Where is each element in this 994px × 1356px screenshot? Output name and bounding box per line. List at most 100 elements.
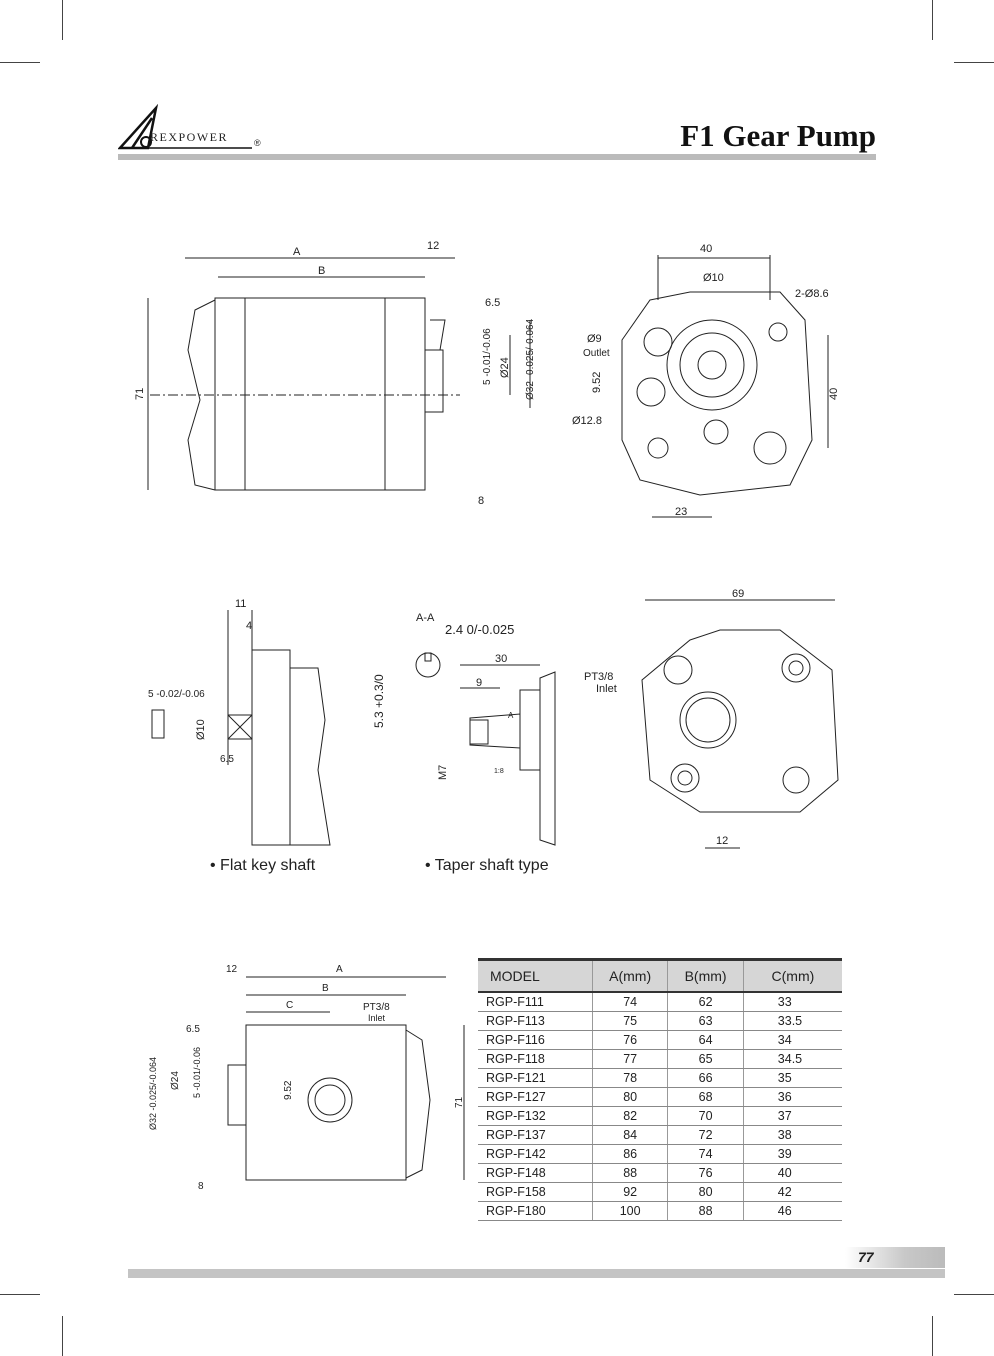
dim-label: 12 xyxy=(716,835,728,847)
table-cell: 75 xyxy=(591,1011,668,1031)
table-cell: 42 xyxy=(742,1182,842,1202)
dim-label: A-A xyxy=(416,612,435,624)
dim-label: Ø32 -0.025/-0.064 xyxy=(148,1057,158,1130)
dim-label: 4 xyxy=(246,620,252,632)
drawing-taper-shaft: A-A 2.4 0/-0.025 30 9 5.3 +0.3/0 M7 1:8 … xyxy=(372,612,556,846)
dim-label: A xyxy=(336,964,343,975)
registered-mark: ® xyxy=(254,138,261,148)
dim-label: Ø24 xyxy=(170,1071,181,1090)
flat-key-caption: • Flat key shaft xyxy=(210,857,316,874)
table-cell: RGP-F121 xyxy=(478,1068,593,1088)
dim-label: 12 xyxy=(427,240,439,252)
dim-label: 5 -0.01/-0.06 xyxy=(192,1047,202,1098)
page-number: 77 xyxy=(858,1249,874,1265)
drawing-front-view: 40 Ø10 2-Ø8.6 Ø9 Outlet 9.52 Ø12.8 40 23 xyxy=(572,243,840,518)
crop-mark xyxy=(954,1294,994,1295)
table-cell: 62 xyxy=(667,992,744,1012)
dim-label: 30 xyxy=(495,653,507,665)
column-header: MODEL xyxy=(478,958,593,993)
dim-label: Ø12.8 xyxy=(572,415,602,427)
dim-label: 2.4 0/-0.025 xyxy=(445,622,514,637)
dim-label: 5 -0.02/-0.06 xyxy=(148,689,205,700)
dim-label: Ø9 xyxy=(587,333,602,345)
dim-label: 23 xyxy=(675,506,687,518)
crop-mark xyxy=(62,0,63,40)
dim-label: A xyxy=(508,711,514,720)
drawing-bottom-view: 12 A B C PT3/8 Inlet 6.5 Ø32 -0.025/-0.0… xyxy=(148,964,465,1192)
dim-label: Inlet xyxy=(596,683,617,695)
table-cell: 82 xyxy=(591,1106,668,1126)
taper-shaft-caption: • Taper shaft type xyxy=(425,857,549,874)
dim-label: M7 xyxy=(437,765,449,780)
dim-label: 6.5 xyxy=(485,297,500,309)
dim-label: 8 xyxy=(198,1181,204,1192)
dim-label: A xyxy=(293,246,301,258)
rexpower-logo xyxy=(118,104,252,150)
dim-label: 40 xyxy=(828,388,840,400)
table-cell: RGP-F118 xyxy=(478,1049,593,1069)
dim-label: 6.5 xyxy=(186,1024,200,1035)
table-cell: 77 xyxy=(591,1049,668,1069)
dim-label: 9.52 xyxy=(591,372,603,393)
table-cell: 70 xyxy=(667,1106,744,1126)
crop-mark xyxy=(932,0,933,40)
table-cell: 76 xyxy=(591,1030,668,1050)
table-cell: 74 xyxy=(667,1144,744,1164)
table-cell: 100 xyxy=(591,1201,668,1221)
table-cell: 34 xyxy=(742,1030,842,1050)
table-cell: 80 xyxy=(667,1182,744,1202)
dim-label: B xyxy=(322,983,329,994)
dim-label: 1:8 xyxy=(494,768,504,775)
dim-label: 40 xyxy=(700,243,712,255)
dim-label: 71 xyxy=(454,1096,465,1108)
dim-label: C xyxy=(286,1000,293,1011)
dim-label: Ø10 xyxy=(703,272,724,284)
table-cell: 34.5 xyxy=(742,1049,842,1069)
dim-label: Ø32 -0.025/-0.064 xyxy=(525,318,536,400)
table-cell: 88 xyxy=(591,1163,668,1183)
dim-label: 8 xyxy=(478,495,484,507)
table-cell: RGP-F148 xyxy=(478,1163,593,1183)
dim-label: 5.3 +0.3/0 xyxy=(372,674,386,728)
table-cell: RGP-F127 xyxy=(478,1087,593,1107)
dim-label: 69 xyxy=(732,588,744,600)
column-header: C(mm) xyxy=(742,958,842,993)
crop-mark xyxy=(932,1316,933,1356)
crop-mark xyxy=(0,62,40,63)
table-cell: 78 xyxy=(591,1068,668,1088)
page-title: F1 Gear Pump xyxy=(680,118,876,153)
table-cell: RGP-F142 xyxy=(478,1144,593,1164)
column-header: B(mm) xyxy=(667,958,744,993)
table-cell: 64 xyxy=(667,1030,744,1050)
table-cell: 33.5 xyxy=(742,1011,842,1031)
dim-label: 2-Ø8.6 xyxy=(795,288,829,300)
table-cell: RGP-F158 xyxy=(478,1182,593,1202)
column-header: A(mm) xyxy=(591,958,668,993)
table-cell: RGP-F137 xyxy=(478,1125,593,1145)
dim-label: Outlet xyxy=(583,348,610,359)
table-cell: 36 xyxy=(742,1087,842,1107)
crop-mark xyxy=(0,1294,40,1295)
dim-label: 71 xyxy=(134,388,146,400)
table-cell: 66 xyxy=(667,1068,744,1088)
table-cell: 46 xyxy=(742,1201,842,1221)
dim-label: Ø24 xyxy=(499,357,511,378)
table-cell: 65 xyxy=(667,1049,744,1069)
dim-label: 9.52 xyxy=(283,1080,294,1100)
table-cell: RGP-F180 xyxy=(478,1201,593,1221)
drawing-rear-view: 69 PT3/8 Inlet 12 xyxy=(584,588,839,849)
table-cell: 72 xyxy=(667,1125,744,1145)
table-cell: 92 xyxy=(591,1182,668,1202)
table-cell: 68 xyxy=(667,1087,744,1107)
table-cell: 38 xyxy=(742,1125,842,1145)
drawing-side-view: A B 12 6.5 8 71 5 -0.01/-0.06 Ø24 Ø32 -0… xyxy=(134,240,536,507)
table-header-row: MODEL A(mm) B(mm) C(mm) xyxy=(478,958,842,993)
table-cell: RGP-F116 xyxy=(478,1030,593,1050)
table-cell: 35 xyxy=(742,1068,842,1088)
